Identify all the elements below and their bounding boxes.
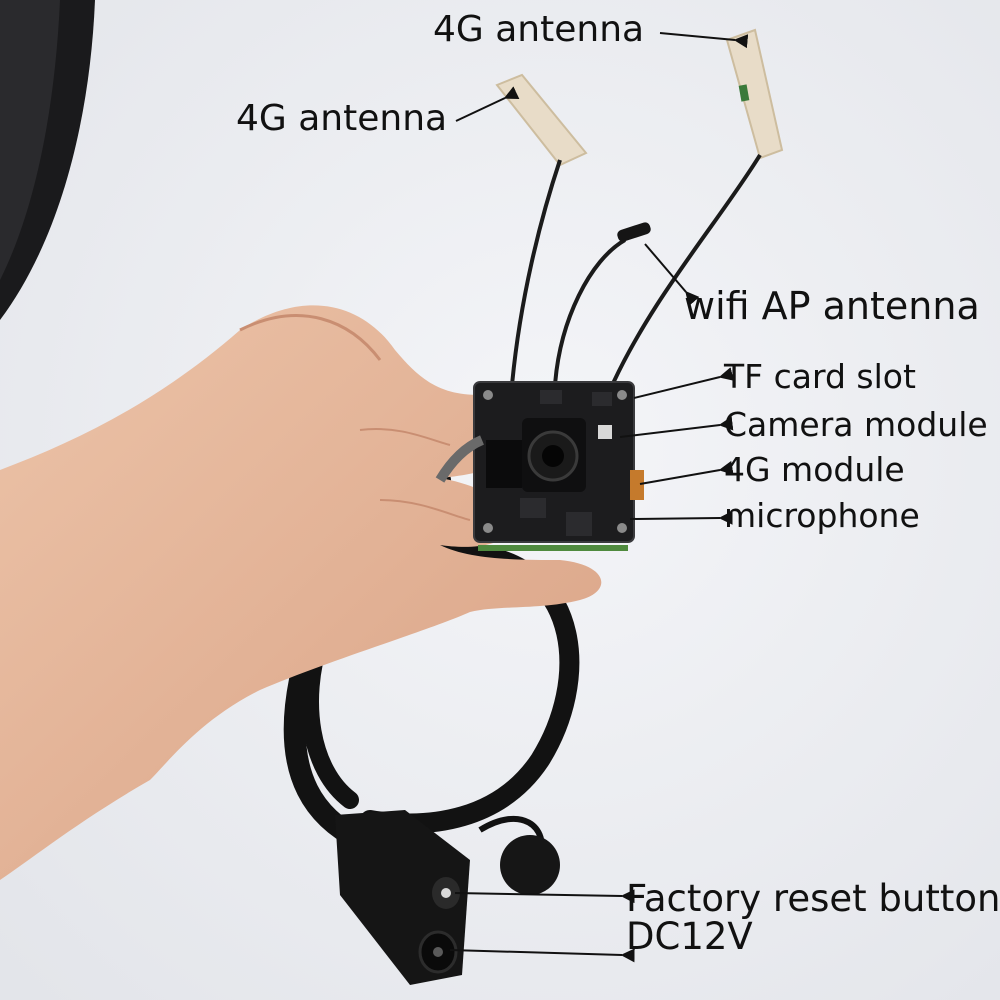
- label-wifi-ap-antenna: wifi AP antenna: [684, 284, 980, 328]
- callout-lines: [449, 32, 749, 963]
- arrow-camera-module: [619, 416, 734, 438]
- arrow-microphone: [629, 510, 733, 525]
- arrow-antenna-left: [455, 86, 520, 122]
- arrow-4g-module: [639, 460, 734, 485]
- antenna-cable-left: [510, 159, 562, 386]
- wifi-antenna-tip: [617, 222, 651, 242]
- arrow-dc12v: [449, 948, 635, 963]
- arrow-wifi: [644, 243, 700, 307]
- label-4g-antenna-top: 4G antenna: [433, 9, 645, 50]
- antenna-cable-top: [608, 153, 762, 391]
- power-connector: [335, 810, 560, 985]
- wifi-antenna-cable: [553, 238, 626, 386]
- cable-ribbon: [435, 435, 485, 483]
- arrow-antenna-top: [659, 32, 749, 49]
- arrow-tf-card: [633, 367, 734, 399]
- hand: [0, 305, 602, 880]
- arrow-factory-reset: [454, 889, 635, 904]
- label-4g-antenna-left: 4G antenna: [236, 98, 448, 139]
- label-4g-module: 4G module: [724, 450, 905, 489]
- label-camera-module: Camera module: [724, 405, 988, 444]
- label-microphone: microphone: [724, 496, 920, 535]
- antenna-patch-top: [725, 28, 784, 160]
- label-dc12v: DC12V: [626, 915, 753, 958]
- label-factory-reset-button: Factory reset button: [626, 877, 1000, 920]
- label-tf-card-slot: TF card slot: [724, 357, 916, 396]
- camera-lens: [522, 418, 586, 492]
